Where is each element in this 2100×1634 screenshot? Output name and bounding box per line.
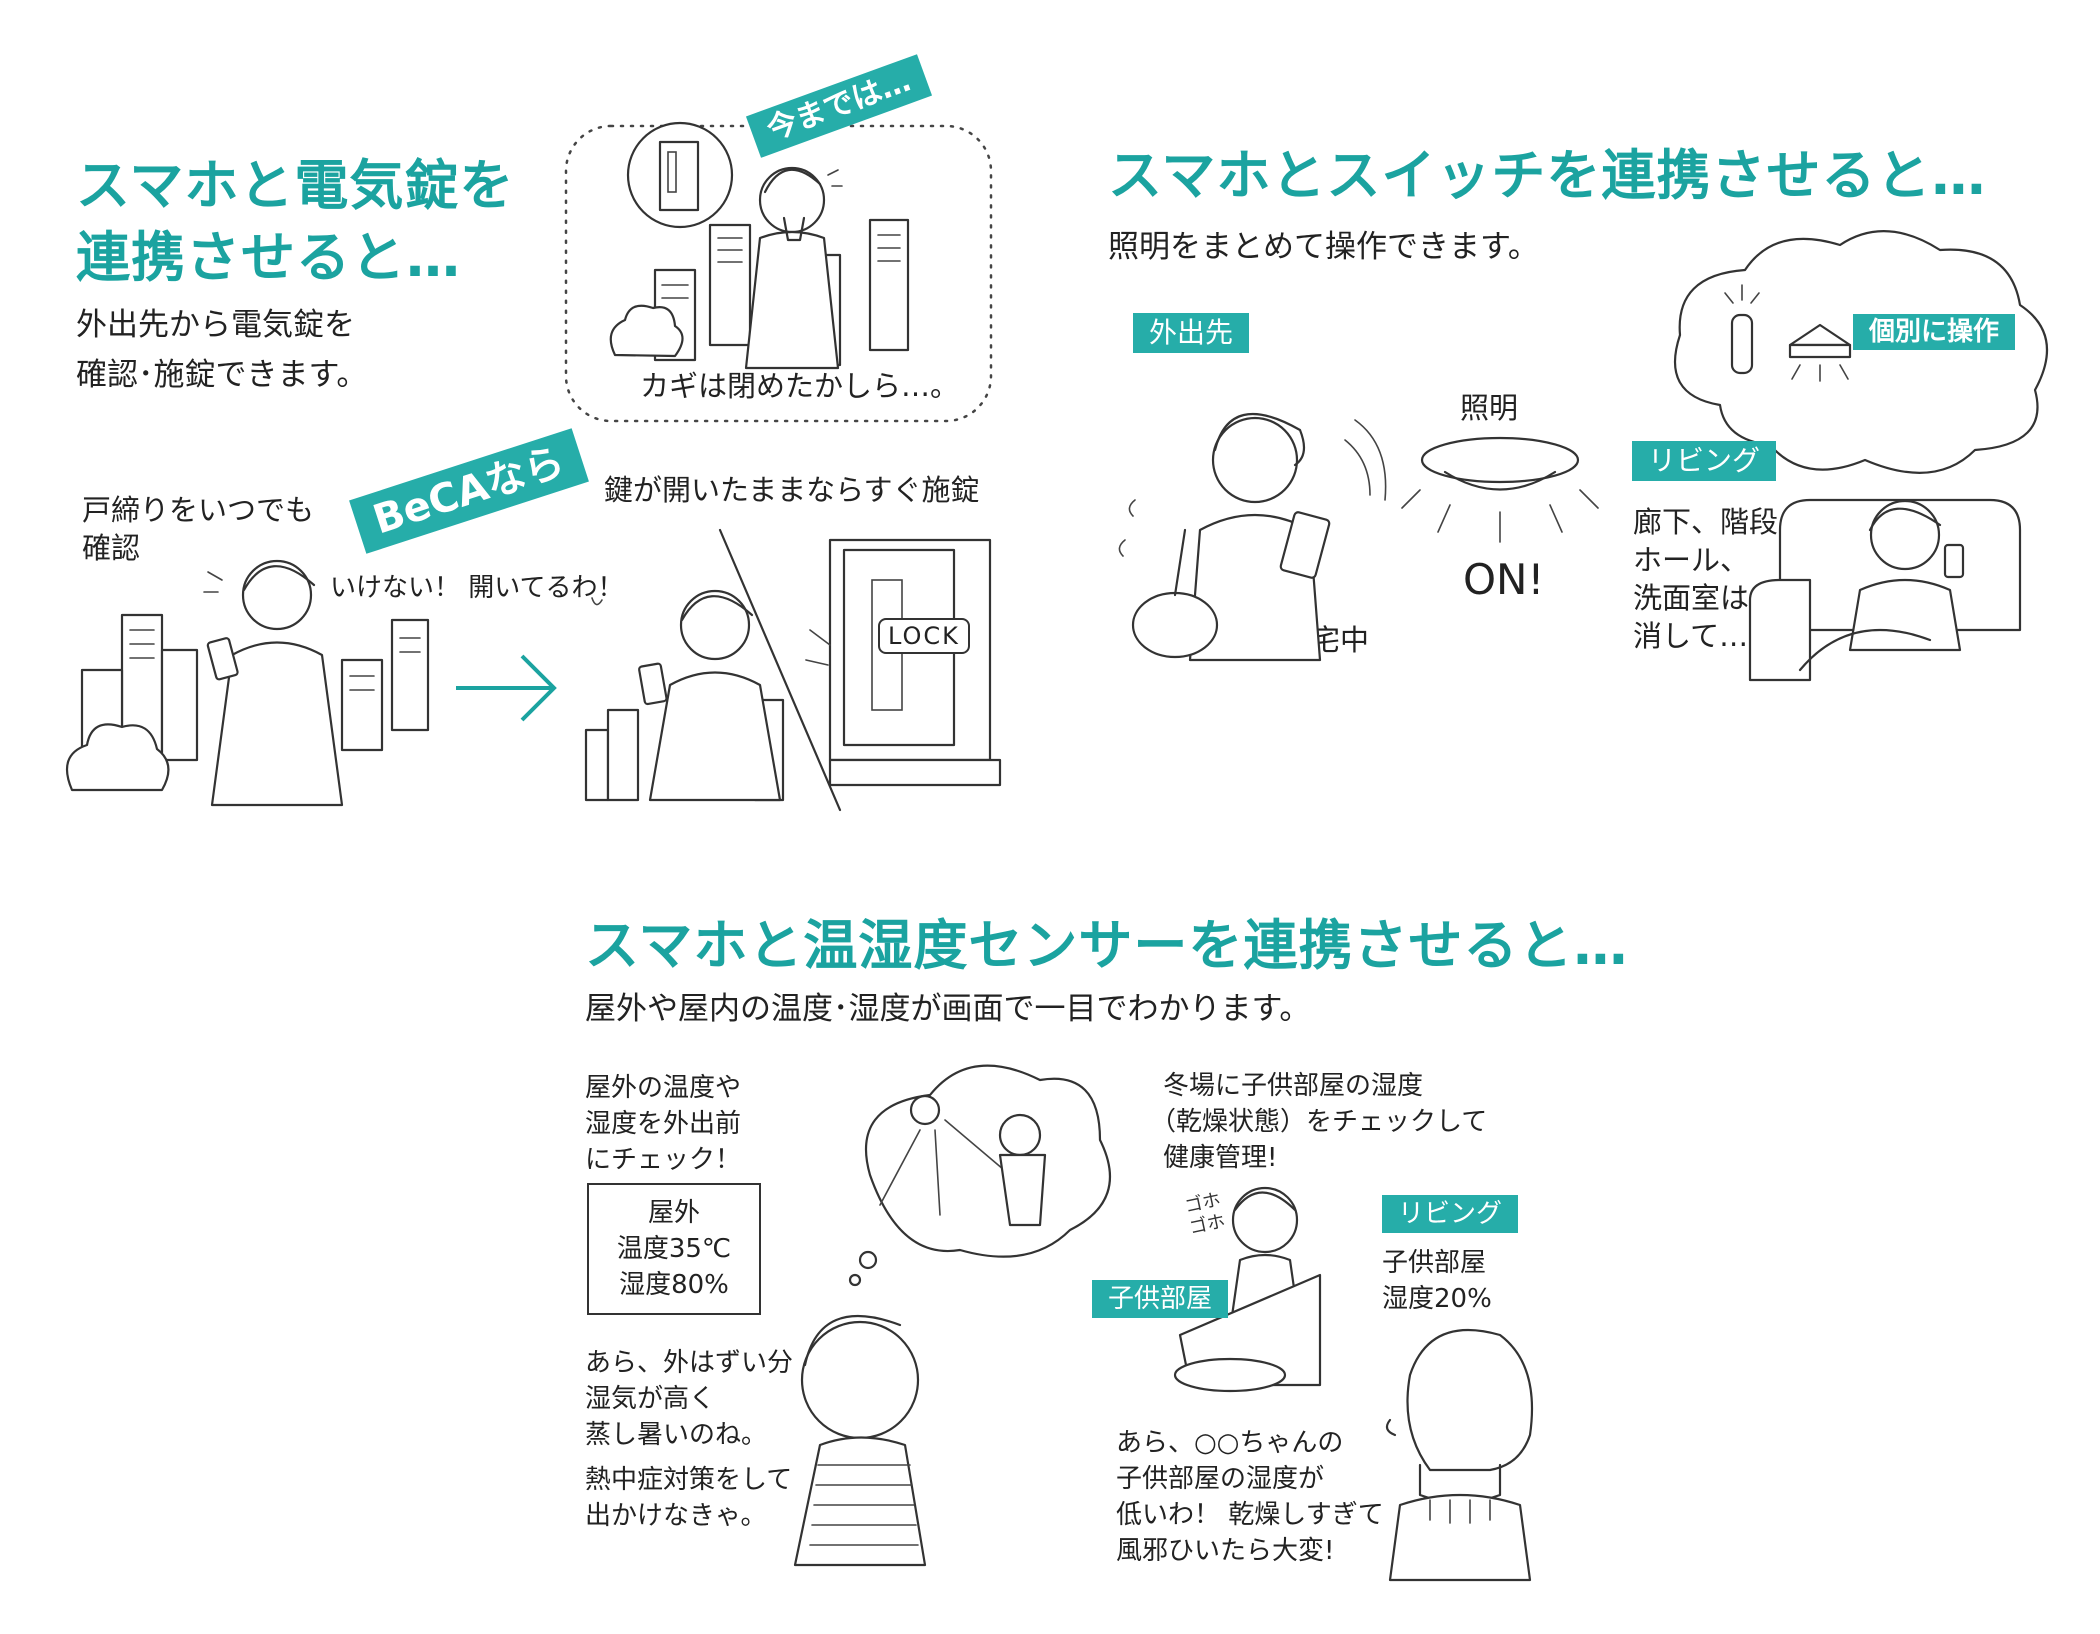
woman-locking-door-illustration (584, 528, 1002, 812)
tag-living-2: リビング (1632, 441, 1777, 481)
arrow-right-icon (456, 654, 557, 722)
tag-beca: BeCAなら (349, 428, 589, 554)
living-text-line1: 廊下、階段、 (1633, 505, 1808, 539)
tag-individual: 個別に操作 (1853, 314, 2016, 350)
light-label: 照明 (1460, 391, 1519, 425)
person-on-sofa-illustration (1748, 498, 2022, 682)
mother-profile-illustration (1385, 1328, 1534, 1582)
box-line2: 温度35℃ (616, 1234, 732, 1264)
left-caption-line1: 戸締りをいつでも (82, 493, 315, 527)
outdoor-reading-box: 屋外 温度35℃ 湿度80% (587, 1183, 761, 1315)
tag-living-3: リビング (1382, 1195, 1519, 1233)
tag-outside: 外出先 (1133, 313, 1250, 353)
left-caption-line2: 確認 (82, 531, 141, 565)
section1-title-line1: スマホと電気錠を (76, 154, 515, 217)
check-text-line1: 屋外の温度や (585, 1073, 742, 1103)
reaction-line2: 湿気が高く (585, 1384, 716, 1414)
section3-title: スマホと温湿度センサーを連携させると… (585, 914, 1629, 977)
woman-checking-phone-illustration (65, 559, 430, 807)
section3-desc: 屋外や屋内の温度･湿度が画面で一目でわかります。 (585, 991, 1311, 1027)
winter-line3: 健康管理! (1163, 1143, 1278, 1173)
ceiling-light-icon (1401, 436, 1599, 543)
section1-desc-line1: 外出先から電気錠を (76, 307, 355, 343)
section1-desc-line2: 確認･施錠できます。 (76, 357, 368, 393)
section2-title: スマホとスイッチを連携させると… (1108, 144, 1987, 207)
lock-label: LOCK (878, 618, 970, 654)
mother-line4: 風邪ひいたら大変! (1116, 1536, 1335, 1566)
mother-line1: あら、○○ちゃんの (1116, 1428, 1344, 1458)
box-line3: 湿度80% (619, 1270, 729, 1300)
man-walking-phone-illustration (1118, 412, 1387, 662)
section2-desc: 照明をまとめて操作できます。 (1108, 229, 1539, 265)
thought-caption: カギは閉めたかしら…。 (640, 369, 960, 403)
speech-oops: いけない！ 開いてるわ！ (330, 573, 624, 603)
advice-line2: 出かけなきゃ。 (585, 1501, 767, 1531)
kids-reading-line2: 湿度20% (1382, 1284, 1492, 1314)
on-label: ON! (1463, 555, 1545, 604)
living-text-line3: 洗面室は (1633, 581, 1750, 615)
winter-line2: （乾燥状態）をチェックして (1150, 1107, 1488, 1137)
winter-line1: 冬場に子供部屋の湿度 (1163, 1071, 1424, 1101)
mother-line3: 低いわ！ 乾燥しすぎて (1116, 1500, 1384, 1530)
right-caption: 鍵が開いたままならすぐ施錠 (604, 473, 980, 507)
thought-cloud (1673, 230, 2049, 474)
reaction-line3: 蒸し暑いのね。 (585, 1420, 768, 1450)
child-coughing-illustration (1173, 1186, 1322, 1393)
check-text-line2: 湿度を外出前 (585, 1109, 742, 1139)
living-text-line2: ホール、 (1633, 543, 1750, 577)
mother-line2: 子供部屋の湿度が (1116, 1464, 1325, 1494)
reaction-line1: あら、外はずい分 (585, 1348, 794, 1378)
kids-reading-line1: 子供部屋 (1382, 1248, 1487, 1278)
advice-line1: 熱中症対策をして (585, 1465, 793, 1495)
box-line1: 屋外 (647, 1198, 700, 1228)
thought-balloon-dotted (564, 121, 993, 423)
check-text-line3: にチェック！ (585, 1145, 742, 1175)
living-text-line4: 消して… (1633, 619, 1749, 653)
section1-title-line2: 連携させると… (76, 226, 461, 289)
woman-striped-shirt-illustration (793, 1064, 1112, 1567)
tag-kids-room: 子供部屋 (1092, 1280, 1229, 1318)
